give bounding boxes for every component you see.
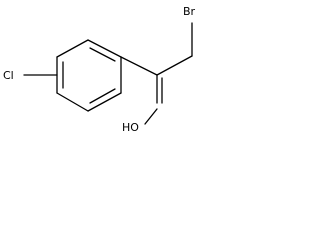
bromine-label: Br	[183, 5, 196, 18]
ring-bond-4	[56, 92, 89, 112]
chlorine-label: Cl	[3, 69, 14, 82]
hydroxyl-label: HO	[122, 121, 139, 134]
ring-inner-bond-1	[89, 47, 116, 62]
nitrogen-oxygen-bond	[144, 108, 158, 125]
ring-bond-3	[87, 92, 122, 112]
carbon-to-ch2-bond	[156, 55, 193, 76]
chemical-structure-diagram: Br Cl HO	[3, 5, 196, 134]
ring-inner-bond-2	[89, 88, 116, 104]
benzene-ring	[56, 39, 122, 112]
structure-canvas: Br Cl HO	[0, 0, 202, 155]
ring-bond-6	[56, 39, 89, 58]
ring-bond-1	[87, 39, 122, 58]
ring-to-oxime-carbon-bond	[120, 56, 158, 76]
